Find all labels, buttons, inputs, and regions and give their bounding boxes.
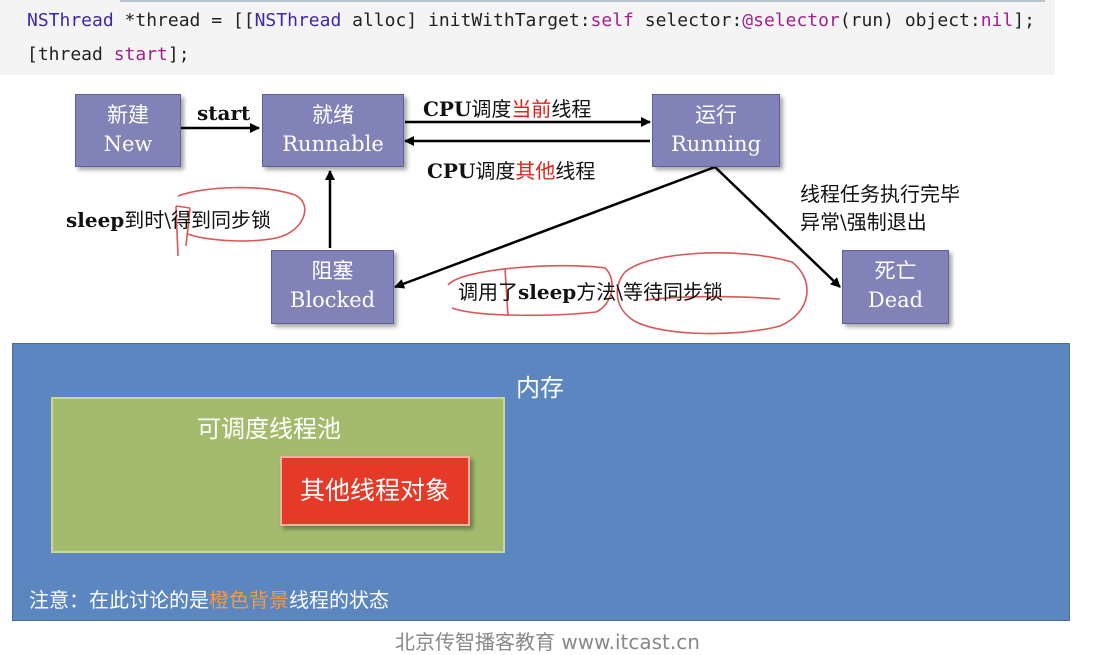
- other-thread-object: 其他线程对象: [280, 456, 470, 526]
- state-running: 运行 Running: [652, 94, 780, 167]
- code-token: [thread: [27, 44, 114, 65]
- label-part: 线程: [555, 159, 596, 183]
- code-snippet: NSThread *thread = [[NSThread alloc] ini…: [0, 0, 1055, 75]
- note-part: 线程的状态: [289, 588, 389, 612]
- transition-to-runnable-label: CPU调度其他线程: [427, 155, 595, 184]
- cpu-text: CPU: [423, 97, 472, 121]
- note-part: 注意：在此讨论的是: [29, 588, 209, 612]
- top-divider: [120, 0, 1045, 2]
- code-token: selector:: [633, 10, 743, 31]
- state-new-en-label: New: [103, 132, 153, 156]
- state-dead-cn-label: 死亡: [874, 259, 917, 283]
- arrow-running-to-blocked: [394, 165, 716, 289]
- state-blocked-cn-label: 阻塞: [311, 259, 354, 283]
- code-line-2: [thread start];: [27, 44, 190, 65]
- code-token: ];: [167, 44, 190, 65]
- sleep-text: sleep: [66, 208, 125, 232]
- state-blocked: 阻塞 Blocked: [271, 250, 394, 324]
- memory-region: 内存 可调度线程池 其他线程对象 注意：在此讨论的是橙色背景线程的状态: [12, 343, 1070, 621]
- code-token: NSThread: [254, 10, 342, 31]
- transition-start-label: start: [197, 101, 250, 125]
- label-highlight: 当前: [511, 97, 552, 121]
- label-part: 方法\等待同步锁: [576, 280, 724, 304]
- code-token: ];: [1013, 10, 1035, 31]
- arrow-running-to-dead: [714, 166, 841, 288]
- note-text: 注意：在此讨论的是橙色背景线程的状态: [29, 584, 389, 613]
- transition-to-running-label: CPU调度当前线程: [423, 93, 591, 122]
- memory-title: 内存: [516, 374, 564, 402]
- label-part: 调用了: [458, 280, 518, 304]
- code-token: @selector: [742, 10, 840, 31]
- state-dead: 死亡 Dead: [842, 250, 949, 324]
- label-part: 调度: [471, 97, 512, 121]
- code-token: *thread = [[: [113, 10, 255, 31]
- cpu-text: CPU: [427, 159, 476, 183]
- label-part: 调度: [475, 159, 516, 183]
- transition-arrows: [175, 117, 841, 335]
- state-runnable: 就绪 Runnable: [262, 94, 404, 167]
- label-part: 到时\得到同步锁: [124, 208, 272, 232]
- schedulable-thread-pool: 可调度线程池 其他线程对象: [51, 397, 505, 553]
- code-token: alloc] initWithTarget:: [341, 10, 591, 31]
- transition-dead-line1: 线程任务执行完毕: [800, 182, 960, 206]
- start-text: start: [197, 101, 251, 125]
- transition-wake-label: sleep到时\得到同步锁: [66, 204, 271, 233]
- state-blocked-en-label: Blocked: [289, 288, 376, 312]
- code-token: (run) object:: [839, 10, 981, 31]
- pool-title: 可调度线程池: [197, 415, 341, 443]
- code-token: nil: [980, 10, 1014, 31]
- state-new-cn-label: 新建: [107, 103, 149, 127]
- label-part: 线程: [551, 97, 592, 121]
- state-runnable-en-label: Runnable: [282, 132, 384, 156]
- state-dead-en-label: Dead: [867, 288, 924, 312]
- code-token: self: [590, 10, 634, 31]
- state-running-cn-label: 运行: [695, 103, 737, 127]
- sleep-text: sleep: [518, 280, 577, 304]
- state-running-en-label: Running: [670, 132, 762, 156]
- transition-block-label: 调用了sleep方法\等待同步锁: [458, 276, 723, 305]
- transition-dead-line2: 异常\强制退出: [800, 210, 927, 234]
- code-line-1: NSThread *thread = [[NSThread alloc] ini…: [27, 10, 1035, 31]
- note-highlight: 橙色背景: [209, 588, 289, 612]
- label-highlight: 其他: [515, 159, 556, 183]
- hand-annotation: [175, 186, 808, 335]
- code-token: start: [113, 44, 168, 65]
- state-new: 新建 New: [75, 94, 181, 167]
- state-runnable-cn-label: 就绪: [312, 103, 354, 127]
- code-token: NSThread: [27, 10, 114, 31]
